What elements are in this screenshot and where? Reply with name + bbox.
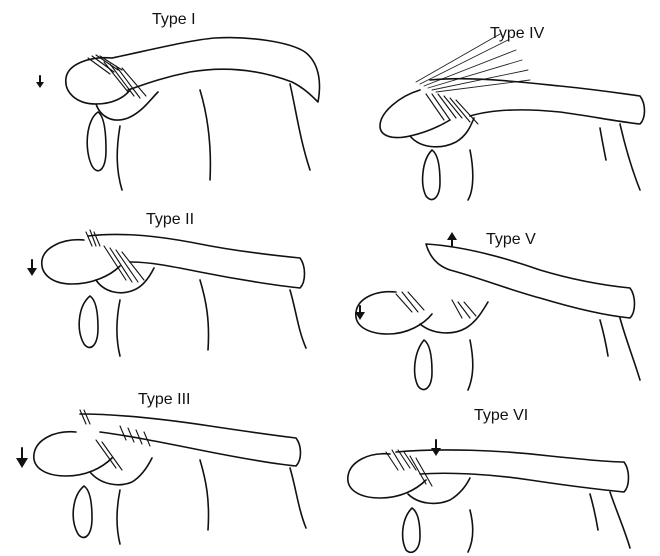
scapula xyxy=(117,460,306,544)
ligaments xyxy=(88,55,146,98)
panel-type-1: Type I xyxy=(36,11,319,190)
scapula xyxy=(117,84,310,190)
acromion xyxy=(348,454,426,498)
glenoid xyxy=(79,296,98,347)
coracoid xyxy=(96,92,158,120)
acromion xyxy=(356,292,432,334)
panel-label: Type II xyxy=(146,211,194,228)
panel-label: Type IV xyxy=(490,25,545,42)
scapula xyxy=(468,318,640,390)
panel-type-4: Type IV xyxy=(380,25,645,200)
panel-type-3: Type III xyxy=(16,391,306,544)
panel-label: Type V xyxy=(486,231,536,248)
coracoid xyxy=(410,118,474,147)
torn-ligament-strands xyxy=(416,34,530,92)
clavicle xyxy=(430,79,645,124)
scapula xyxy=(117,280,306,356)
panel-type-2: Type II xyxy=(27,211,306,356)
scapula xyxy=(468,124,640,200)
ligaments xyxy=(426,94,478,124)
clavicle xyxy=(88,234,305,288)
panel-label: Type I xyxy=(152,11,196,28)
acromion xyxy=(34,432,112,476)
ligaments xyxy=(80,410,150,470)
acromion xyxy=(42,240,120,284)
coracoid xyxy=(408,478,470,503)
ligaments xyxy=(396,292,476,318)
glenoid xyxy=(87,112,106,171)
glenoid xyxy=(73,486,92,537)
coracoid xyxy=(420,302,488,333)
clavicle xyxy=(426,244,635,318)
glenoid xyxy=(415,340,432,390)
scapula xyxy=(468,492,630,552)
panel-type-6: Type VI xyxy=(348,407,630,552)
panel-type-5: Type V xyxy=(355,231,640,390)
panel-label: Type III xyxy=(138,391,190,408)
ligaments xyxy=(86,230,144,282)
glenoid xyxy=(403,508,420,552)
panel-label: Type VI xyxy=(474,407,528,424)
clavicle xyxy=(396,450,629,492)
coracoid xyxy=(90,458,152,485)
glenoid xyxy=(423,150,440,200)
